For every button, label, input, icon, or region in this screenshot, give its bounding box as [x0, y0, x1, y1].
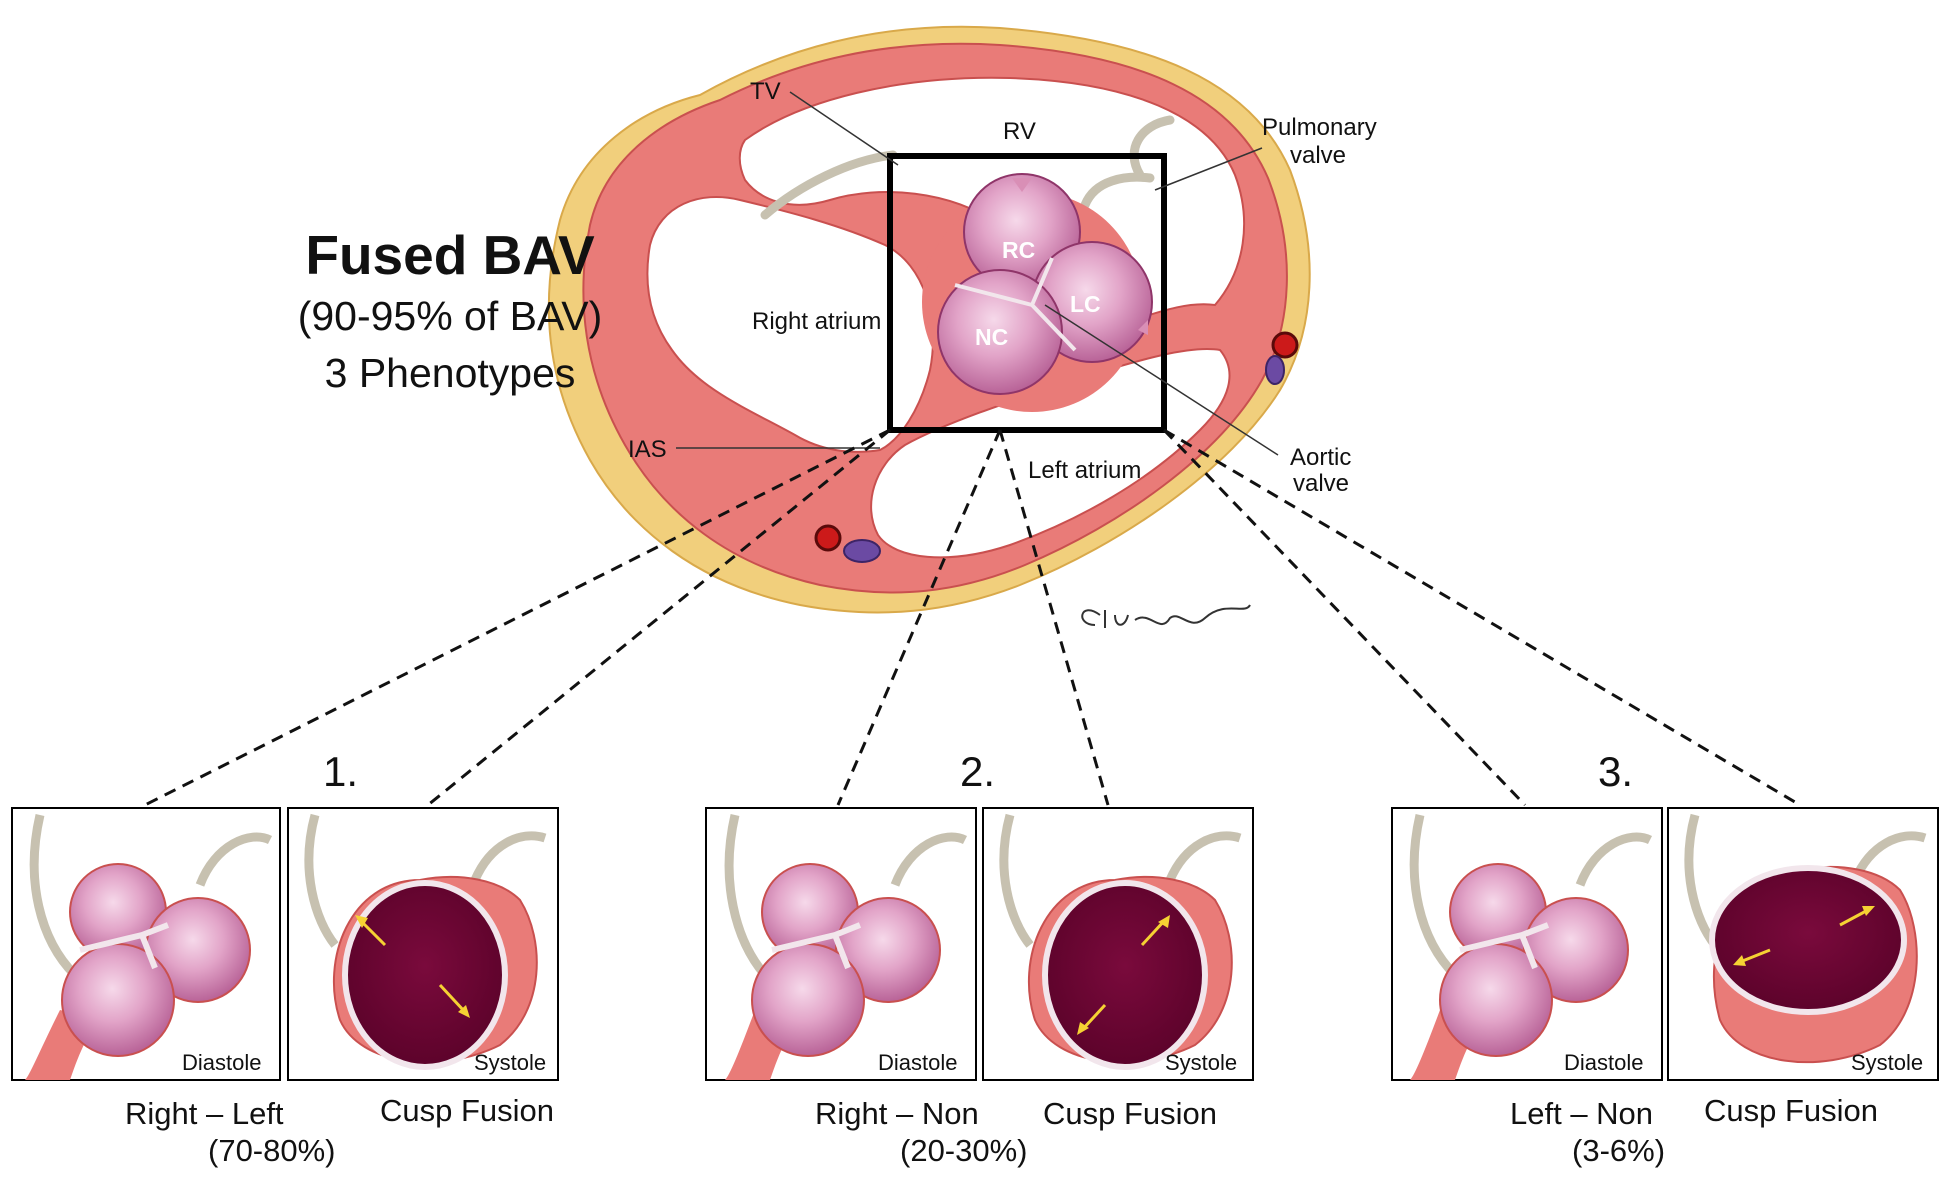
- label-ias: IAS: [628, 436, 667, 463]
- cusp-label-lc: LC: [1070, 291, 1101, 317]
- p2-systole-label: Systole: [1165, 1050, 1238, 1075]
- label-right-atrium: Right atrium: [752, 308, 882, 335]
- artist-signature: [1081, 604, 1251, 628]
- p3-diastole-valve: [1409, 813, 1653, 1080]
- artery-left: [814, 524, 842, 552]
- caption-1-cusp-fusion: Cusp Fusion: [380, 1093, 555, 1128]
- caption-2-percent: (20-30%): [900, 1133, 1028, 1168]
- tricuspid-leaflet: [760, 150, 898, 220]
- p1-systole-valve: [304, 813, 547, 1070]
- pulmonary-leaflet: [1080, 115, 1175, 210]
- caption-1-percent: (70-80%): [208, 1133, 336, 1168]
- label-pulmonary-1: Pulmonary: [1262, 114, 1377, 141]
- main-title: Fused BAV: [305, 224, 595, 286]
- label-pulmonary-2: valve: [1290, 142, 1347, 169]
- label-tv: TV: [750, 78, 781, 105]
- label-aortic-1: Aortic: [1290, 444, 1352, 471]
- subtitle-phenotypes: 3 Phenotypes: [324, 350, 576, 396]
- caption-3-percent: (3-6%): [1572, 1133, 1666, 1168]
- vein-left: [843, 539, 881, 563]
- p2-systole-valve: [999, 813, 1242, 1070]
- caption-2-cusp-fusion: Cusp Fusion: [1043, 1096, 1218, 1131]
- subtitle-percentage: (90-95% of BAV): [297, 293, 603, 339]
- label-aortic-2: valve: [1293, 470, 1350, 497]
- p1-systole-label: Systole: [474, 1050, 547, 1075]
- p1-diastole-valve: [25, 813, 273, 1080]
- phenotype-1-number: 1.: [323, 748, 359, 795]
- label-left-atrium: Left atrium: [1028, 457, 1142, 484]
- cusp-label-rc: RC: [1002, 237, 1035, 263]
- label-rv: RV: [1003, 118, 1036, 145]
- leader-lines: [676, 91, 1279, 456]
- title-block: Fused BAV (90-95% of BAV) 3 Phenotypes: [230, 222, 670, 402]
- phenotype-2-number: 2.: [960, 748, 996, 795]
- caption-2-fusion-type: Right – Non: [815, 1096, 979, 1131]
- caption-1-fusion-type: Right – Left: [125, 1096, 284, 1131]
- cusp-label-nc: NC: [975, 324, 1008, 350]
- artery-right: [1271, 331, 1299, 359]
- aortic-valve-overview: RC LC NC: [937, 173, 1153, 395]
- vein-right: [1265, 355, 1285, 385]
- phenotype-3-number: 3.: [1598, 748, 1634, 795]
- caption-3-cusp-fusion: Cusp Fusion: [1704, 1093, 1879, 1128]
- p3-diastole-label: Diastole: [1564, 1050, 1644, 1075]
- p1-diastole-label: Diastole: [182, 1050, 262, 1075]
- right-atrium-cavity: [646, 196, 934, 453]
- p2-diastole-valve: [724, 813, 968, 1080]
- p2-diastole-label: Diastole: [878, 1050, 958, 1075]
- zoom-box: [887, 153, 1167, 433]
- p3-systole-label: Systole: [1851, 1050, 1924, 1075]
- zoom-lines: [144, 428, 1801, 807]
- caption-3-fusion-type: Left – Non: [1510, 1096, 1654, 1131]
- panel-frames: [11, 807, 1939, 1081]
- p3-systole-valve: [1684, 813, 1927, 1064]
